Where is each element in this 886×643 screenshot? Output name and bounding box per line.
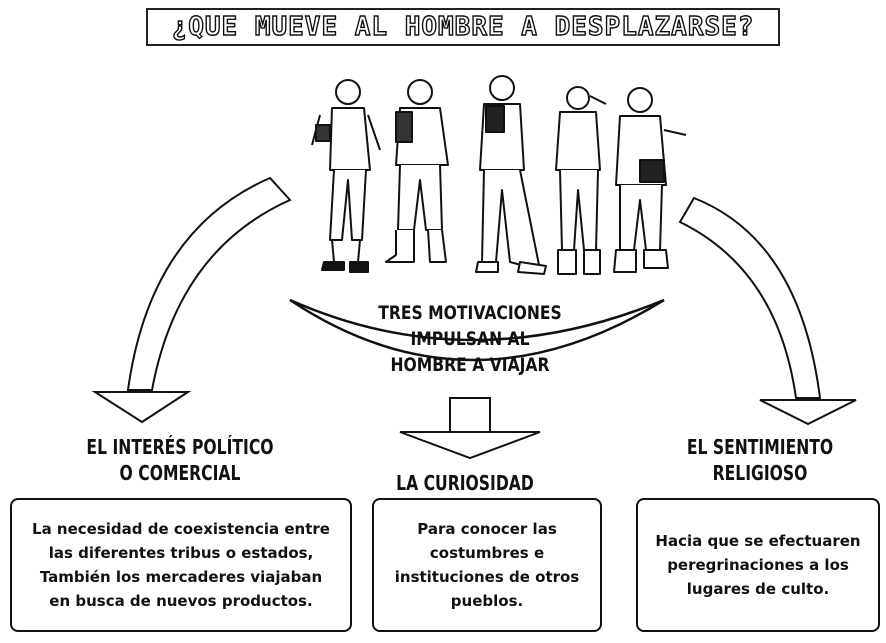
box-line: pueblos. [450,592,524,610]
box-line: peregrinaciones a los [667,556,849,574]
page-title: ¿QUE MUEVE AL HOMBRE A DESPLAZARSE? [171,11,755,42]
heading-line: EL SENTIMIENTO [686,435,834,459]
traveller-figure [613,87,687,273]
right-arrow [678,196,857,426]
motivation-box-curiosity: Para conocer las costumbres e institucio… [372,498,602,632]
box-line: las diferentes tribus o estados, [48,544,314,562]
traveller-figure [475,75,547,275]
box-line: instituciones de otros [394,568,580,586]
center-label-line: TRES MOTIVACIONES IMPULSAN AL [378,302,562,350]
travellers-illustration [311,75,687,275]
box-line: La necesidad de coexistencia entre [32,520,330,538]
box-line: lugares de culto. [686,580,830,598]
motivation-heading-religious: EL SENTIMIENTO RELIGIOSO [682,434,838,486]
heading-line: LA CURIOSIDAD [396,471,534,495]
motivation-box-religious: Hacia que se efectuaren peregrinaciones … [636,498,880,632]
box-line: en busca de nuevos productos. [49,592,313,610]
traveller-figure [311,79,381,273]
motivation-heading-political: EL INTERÉS POLÍTICO O COMERCIAL [86,434,273,486]
box-line: También los mercaderes viajaban [39,568,323,586]
heading-line: RELIGIOSO [712,461,808,485]
center-label-line: HOMBRE A VIAJAR [390,354,550,376]
motivation-heading-curiosity: LA CURIOSIDAD [383,470,547,496]
traveller-figure [385,79,449,263]
heading-line: O COMERCIAL [119,461,241,485]
middle-arrow [399,397,541,460]
center-arc [289,298,665,362]
title-box: ¿QUE MUEVE AL HOMBRE A DESPLAZARSE? [146,8,780,46]
box-line: costumbres e [429,544,545,562]
box-line: Para conocer las [417,520,557,538]
center-label: TRES MOTIVACIONES IMPULSAN AL HOMBRE A V… [331,300,610,378]
left-arrow [91,176,292,424]
motivation-box-political: La necesidad de coexistencia entre las d… [10,498,352,632]
heading-line: EL INTERÉS POLÍTICO [86,435,274,459]
box-line: Hacia que se efectuaren [655,532,861,550]
traveller-figure [555,86,607,275]
